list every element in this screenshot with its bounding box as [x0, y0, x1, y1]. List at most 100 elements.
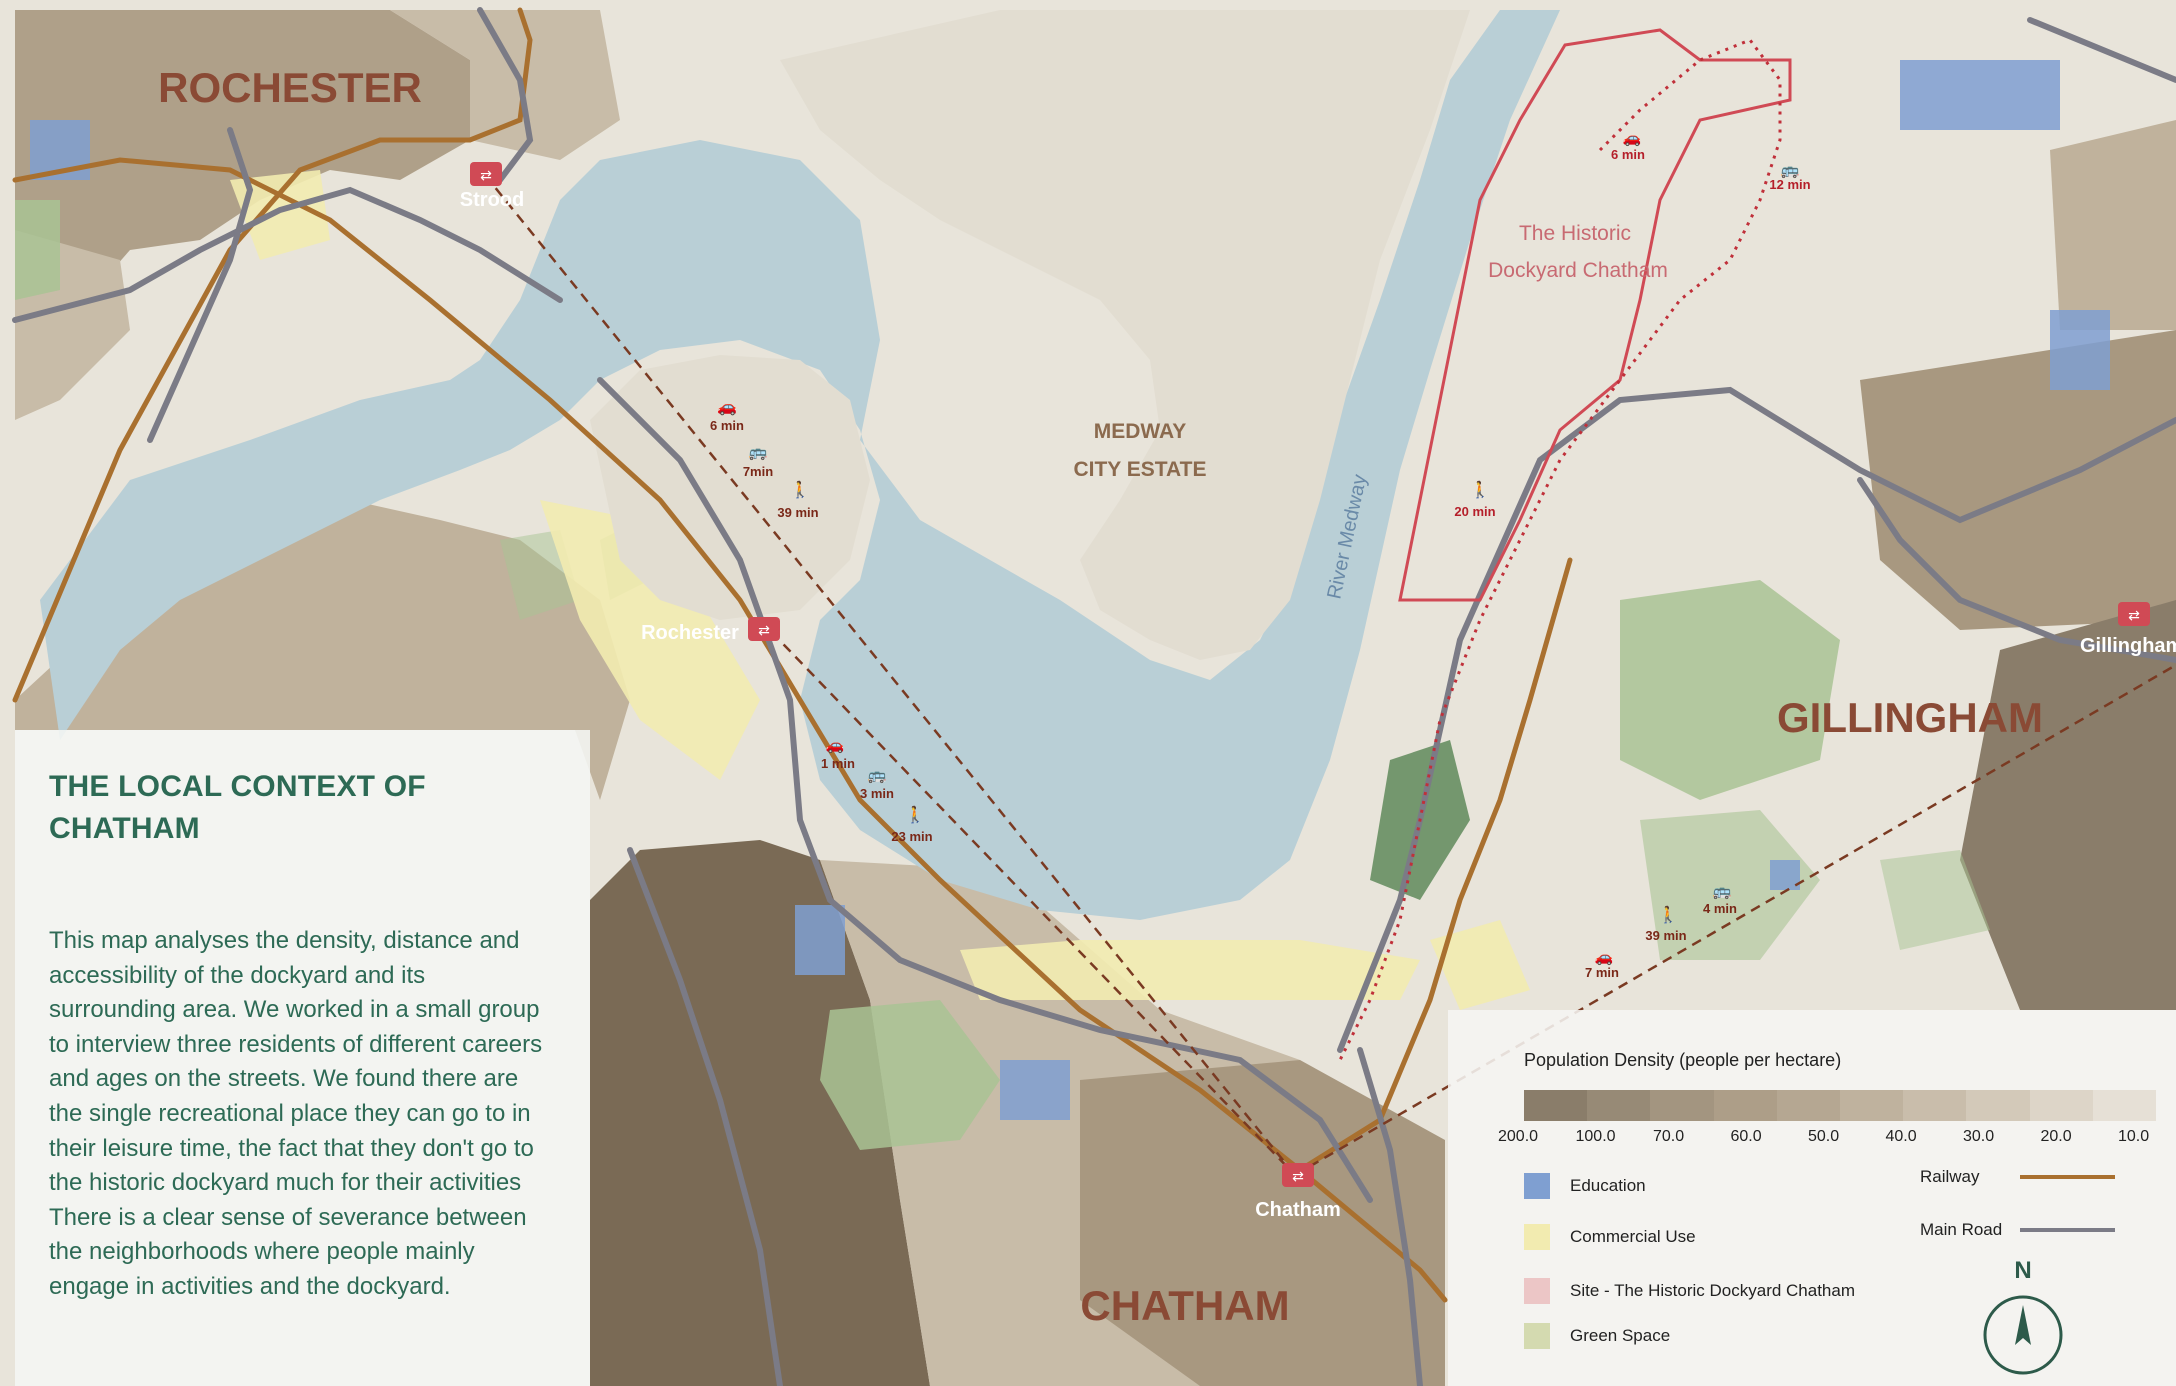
density-tick-label: 200.0 [1498, 1128, 1539, 1145]
education-area-chatham-west [795, 905, 845, 975]
legend-item-site: Site - The Historic Dockyard Chatham [1524, 1277, 1855, 1305]
line-rochester-chatham [759, 619, 1296, 1176]
site-label-line2: Dockyard Chatham [1488, 259, 1668, 282]
bus-icon: 🚌 [1781, 162, 1800, 179]
legend-item-commercial: Commercial Use [1524, 1223, 1696, 1251]
compass-ring-icon [1983, 1295, 2063, 1375]
density-zone-chatham-east [1080, 1060, 1445, 1386]
accessibility-lines [484, 174, 2176, 1177]
legend-swatch-site [1524, 1278, 1550, 1304]
legend-item-green: Green Space [1524, 1322, 1670, 1350]
density-bar-segment [2092, 1090, 2157, 1121]
site-walking-route [1338, 38, 1782, 1061]
stations[interactable]: ⇄ Strood ⇄ Rochester ⇄ Chatham ⇄ Gilling… [460, 162, 2176, 1221]
green-space-chatham-north [820, 1000, 1000, 1150]
car-icon: 🚗 [1623, 130, 1642, 147]
green-space-west-edge [15, 200, 60, 300]
car-icon: 🚗 [826, 737, 845, 754]
density-bar-segment [2029, 1090, 2093, 1121]
rail-station-icon-gillingham [2118, 602, 2150, 626]
legend-density-title: Population Density (people per hectare) [1524, 1050, 1842, 1070]
travel-time-site-bus: 12 min [1769, 177, 1810, 192]
rail-symbol-icon: ⇄ [480, 168, 492, 184]
legend-swatch-education [1524, 1173, 1550, 1199]
station-rochester[interactable]: ⇄ Rochester [641, 617, 780, 644]
car-icon: 🚗 [1595, 949, 1614, 966]
station-gillingham[interactable]: ⇄ Gillingham [2080, 602, 2176, 657]
legend-item-railway: Railway [1920, 1165, 2115, 1189]
travel-time-gillingham-car: 7 min [1585, 965, 1619, 980]
main-road-rochester-chatham [597, 377, 1373, 1203]
travel-time-chatham-bus: 3 min [860, 786, 894, 801]
north-label: N [2014, 1257, 2031, 1284]
density-bar-segment [1587, 1090, 1651, 1121]
travel-time-site-car: 6 min [1611, 147, 1645, 162]
railway-strood-north [12, 7, 533, 703]
north-arrow-icon: N [1983, 1257, 2063, 1375]
medway-city-estate-land [780, 10, 1470, 660]
density-zone-rochester-ne [390, 10, 620, 160]
density-zones [15, 10, 2176, 1386]
travel-time-rochester-bus: 7min [743, 464, 773, 479]
education-areas [30, 60, 2110, 1120]
density-color-bar [1524, 1090, 2157, 1121]
commercial-area-chatham-east [1430, 920, 1530, 1010]
density-tick-label: 20.0 [2040, 1128, 2072, 1145]
walking-icon: 🚶 [790, 480, 810, 499]
density-bar-segment [1713, 1090, 1777, 1121]
education-area-gillingham-east [2050, 310, 2110, 390]
legend-swatch-commercial [1524, 1224, 1550, 1250]
legend-label-site: Site - The Historic Dockyard Chatham [1570, 1281, 1856, 1300]
travel-time-rochester-walk: 39 min [777, 505, 818, 520]
travel-time-chatham-walk: 23 min [891, 829, 932, 844]
main-road-gillingham-north [2027, 17, 2176, 83]
walking-icon: 🚶 [1658, 905, 1678, 924]
place-label-rochester: ROCHESTER [158, 64, 422, 111]
density-tick-label: 30.0 [1963, 1128, 1995, 1145]
density-zone-gillingham-north [2050, 120, 2176, 330]
density-tick-label: 60.0 [1730, 1128, 1762, 1145]
education-area-gillingham-north [1900, 60, 2060, 130]
info-panel: THE LOCAL CONTEXT OF CHATHAM This map an… [15, 730, 590, 1386]
bus-icon: 🚌 [749, 444, 768, 461]
station-chatham[interactable]: ⇄ Chatham [1255, 1163, 1341, 1221]
density-tick-label: 70.0 [1653, 1128, 1685, 1145]
rail-station-icon-rochester [748, 617, 780, 641]
legend-line-railway [2020, 1175, 2115, 1179]
station-label-strood: Strood [460, 189, 524, 211]
main-road-chatham-east-south [1357, 1047, 1423, 1386]
info-body: This map analyses the density, distance … [49, 927, 543, 1300]
commercial-areas [230, 170, 1530, 1010]
density-bar-segment [1524, 1090, 1588, 1121]
bus-icon: 🚌 [1713, 883, 1732, 900]
green-spaces [15, 90, 1990, 1150]
density-bar-segment [1903, 1090, 1967, 1121]
density-bar-segment [1966, 1090, 2030, 1121]
walking-icon: 🚶 [905, 805, 925, 824]
rail-station-icon-chatham [1282, 1163, 1314, 1187]
station-label-gillingham: Gillingham [2080, 635, 2176, 657]
legend-label-green: Green Space [1570, 1326, 1671, 1345]
station-strood[interactable]: ⇄ Strood [460, 162, 524, 211]
legend-panel: Population Density (people per hectare) … [1448, 1010, 2176, 1386]
info-title: THE LOCAL CONTEXT OF CHATHAM [49, 770, 426, 845]
place-label-medway-line1: MEDWAY [1094, 420, 1187, 443]
station-label-rochester: Rochester [641, 622, 739, 644]
line-strood-chatham [484, 174, 1296, 1176]
rail-symbol-icon: ⇄ [2128, 608, 2140, 624]
travel-times-chatham: 🚗 1 min 🚌 3 min 🚶 23 min [821, 737, 933, 844]
travel-times-site: 🚗 6 min 🚌 12 min 🚶 20 min [1454, 130, 1810, 519]
main-road-strood-north [477, 7, 534, 183]
main-road-rochester-west [147, 127, 254, 443]
density-bar-segment [1776, 1090, 1841, 1121]
travel-times-rochester: 🚗 6 min 🚌 7min 🚶 39 min [710, 399, 819, 520]
place-label-chatham: CHATHAM [1080, 1282, 1289, 1329]
compass-needle-icon [2015, 1305, 2031, 1345]
station-label-chatham: Chatham [1255, 1199, 1341, 1221]
density-bar-segment [1840, 1090, 1904, 1121]
density-tick-label: 10.0 [2118, 1128, 2150, 1145]
place-label-medway-line2: CITY ESTATE [1073, 458, 1206, 481]
green-space-gillingham-park [1620, 580, 1840, 800]
green-space-gillingham-se [1880, 850, 1990, 950]
